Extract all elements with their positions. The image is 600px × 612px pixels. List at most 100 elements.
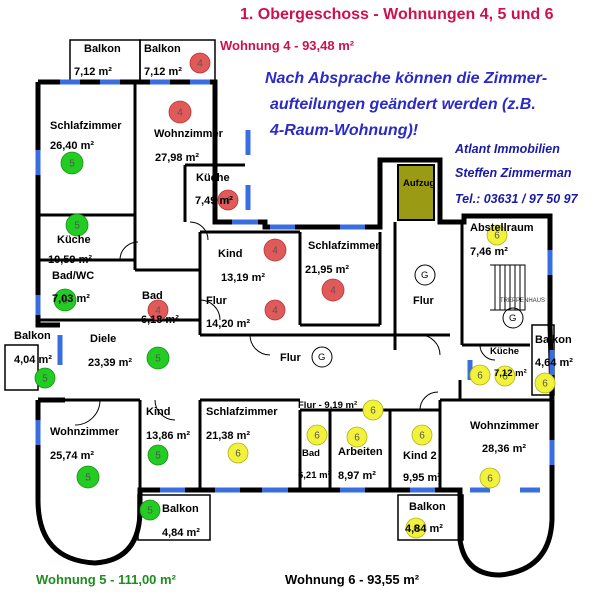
- apartment-number: 5: [85, 473, 91, 484]
- apartment-number: 5: [62, 296, 68, 307]
- room-area: 8,97 m²: [338, 470, 376, 482]
- room-area: 28,36 m²: [482, 443, 527, 455]
- room-area: 4,84 m²: [405, 523, 443, 535]
- apartment-number: 6: [419, 431, 425, 442]
- room-area: 4,64 m²: [535, 357, 573, 369]
- room-area: 21,38 m²: [206, 430, 251, 442]
- room-name: Balkon: [144, 43, 181, 55]
- room-name: Küche: [196, 172, 230, 184]
- apartment-number: 6: [502, 372, 508, 383]
- gas-meter-1: G: [421, 270, 429, 281]
- apartment-number: 4: [272, 306, 278, 317]
- note-line-3: 4-Raum-Wohnung)!: [270, 122, 419, 139]
- apartment-number: 4: [155, 306, 161, 317]
- apartment-number: 5: [74, 221, 80, 232]
- apartment-markers: 4 4 4 4 4 4 4 5 5 5 5 5 5 5 5 6 6 6 6 6 6 6 6 6 6 6: [34, 52, 556, 539]
- apartment-number: 5: [155, 451, 161, 462]
- interior-walls: [40, 82, 552, 490]
- room-area: 21,95 m²: [305, 264, 350, 276]
- markers-w6: 6 6 6 6 6 6 6 6 6 6 6: [227, 224, 556, 539]
- room-name: Schlafzimmer: [50, 120, 122, 132]
- staircase-label: TREPPENHAUS: [500, 298, 546, 304]
- room-name: Küche: [57, 234, 91, 246]
- gas-meter-2: G: [318, 352, 326, 363]
- apartment-number: 4: [225, 196, 231, 207]
- room-area: 7,12 m²: [144, 66, 182, 78]
- room-area: 6,18 m²: [141, 314, 179, 326]
- gas-meter-3: G: [509, 313, 517, 324]
- apartment-number: 4: [272, 246, 278, 257]
- stair-hall-label: Flur: [413, 295, 434, 307]
- room-name: Bad: [142, 290, 163, 302]
- corridor-label: Flur: [280, 352, 301, 364]
- room-name: Balkon: [162, 503, 199, 515]
- apartment-number: 6: [354, 433, 360, 444]
- room-area: 27,98 m²: [155, 152, 200, 164]
- room-name: Balkon: [535, 334, 572, 346]
- room-name: Küche: [490, 346, 520, 357]
- apartment-number: 5: [155, 354, 161, 365]
- apartment-number: 6: [477, 371, 483, 382]
- room-area: 7,12 m²: [74, 66, 112, 78]
- note-line-2: aufteilungen geändert werden (z.B.: [270, 96, 536, 113]
- apartment-number: 5: [42, 374, 48, 385]
- apartment-number: 4: [177, 108, 183, 119]
- gas-meters: [311, 264, 524, 368]
- elevator-label: Aufzug: [403, 178, 436, 189]
- balconies: [4, 39, 555, 541]
- room-name: Kind: [146, 406, 171, 418]
- apartment-number: 6: [487, 474, 493, 485]
- apartment-4-label: Wohnung 4 - 93,48 m²: [220, 38, 355, 53]
- staircase: [490, 264, 526, 311]
- room-area: 13,19 m²: [221, 272, 266, 284]
- room-name: Diele: [90, 333, 117, 345]
- apartment-number: 6: [542, 379, 548, 390]
- apartment-5-label: Wohnung 5 - 111,00 m²: [36, 572, 176, 587]
- room-name: Balkon: [14, 330, 51, 342]
- room-name: Abstellraum: [470, 222, 534, 234]
- room-name: Wohnzimmer: [50, 426, 119, 438]
- markers-w5: 5 5 5 5 5 5 5 5: [34, 151, 170, 521]
- room-name: Flur - 9,19 m²: [298, 400, 358, 411]
- room-area: 9,95 m²: [403, 472, 441, 484]
- room-name: Arbeiten: [338, 446, 383, 458]
- contact-phone: Tel.: 03631 / 97 50 97: [455, 192, 578, 206]
- room-area: 25,74 m²: [50, 450, 95, 462]
- room-area: 6,21 m²: [298, 470, 331, 481]
- room-name: Kind 2: [403, 450, 437, 462]
- room-area: 7,03 m²: [52, 293, 90, 305]
- room-area: 4,04 m²: [14, 354, 52, 366]
- apartment-number: 6: [413, 524, 419, 535]
- apartment-number: 4: [330, 286, 336, 297]
- room-area: 23,39 m²: [88, 357, 133, 369]
- apartment-number: 6: [370, 406, 376, 417]
- room-name: Schlafzimmer: [206, 406, 278, 418]
- room-name: Flur: [206, 295, 227, 307]
- markers-w4: 4 4 4 4 4 4 4: [147, 52, 345, 321]
- room-name: Kind: [218, 248, 243, 260]
- room-area: 10,59 m²: [48, 254, 93, 266]
- contact-company: Atlant Immobilien: [455, 142, 560, 156]
- room-name: Wohnzimmer: [154, 128, 223, 140]
- apartment-number: 4: [197, 59, 203, 70]
- contact-person: Steffen Zimmerman: [455, 166, 572, 180]
- room-area: 26,40 m²: [50, 140, 95, 152]
- room-area: 7,12 m²: [494, 368, 527, 379]
- apartment-number: 6: [314, 431, 320, 442]
- windows: [35, 79, 555, 493]
- room-name: Balkon: [84, 43, 121, 55]
- apartment-number: 6: [494, 231, 500, 242]
- apartment-6-label: Wohnung 6 - 93,55 m²: [285, 572, 420, 587]
- apartment-number: 5: [147, 506, 153, 517]
- room-area: 13,86 m²: [146, 430, 191, 442]
- room-area: 7,46 m²: [470, 246, 508, 258]
- room-name: Wohnzimmer: [470, 420, 539, 432]
- room-name: Bad/WC: [52, 270, 95, 282]
- elevator-shaft: [397, 164, 435, 221]
- doors: [74, 221, 496, 426]
- page-title: 1. Obergeschoss - Wohnungen 4, 5 und 6: [240, 6, 554, 23]
- apartment-number: 6: [235, 449, 241, 460]
- room-name: Bad: [302, 448, 320, 459]
- apartment-number: 5: [69, 159, 75, 170]
